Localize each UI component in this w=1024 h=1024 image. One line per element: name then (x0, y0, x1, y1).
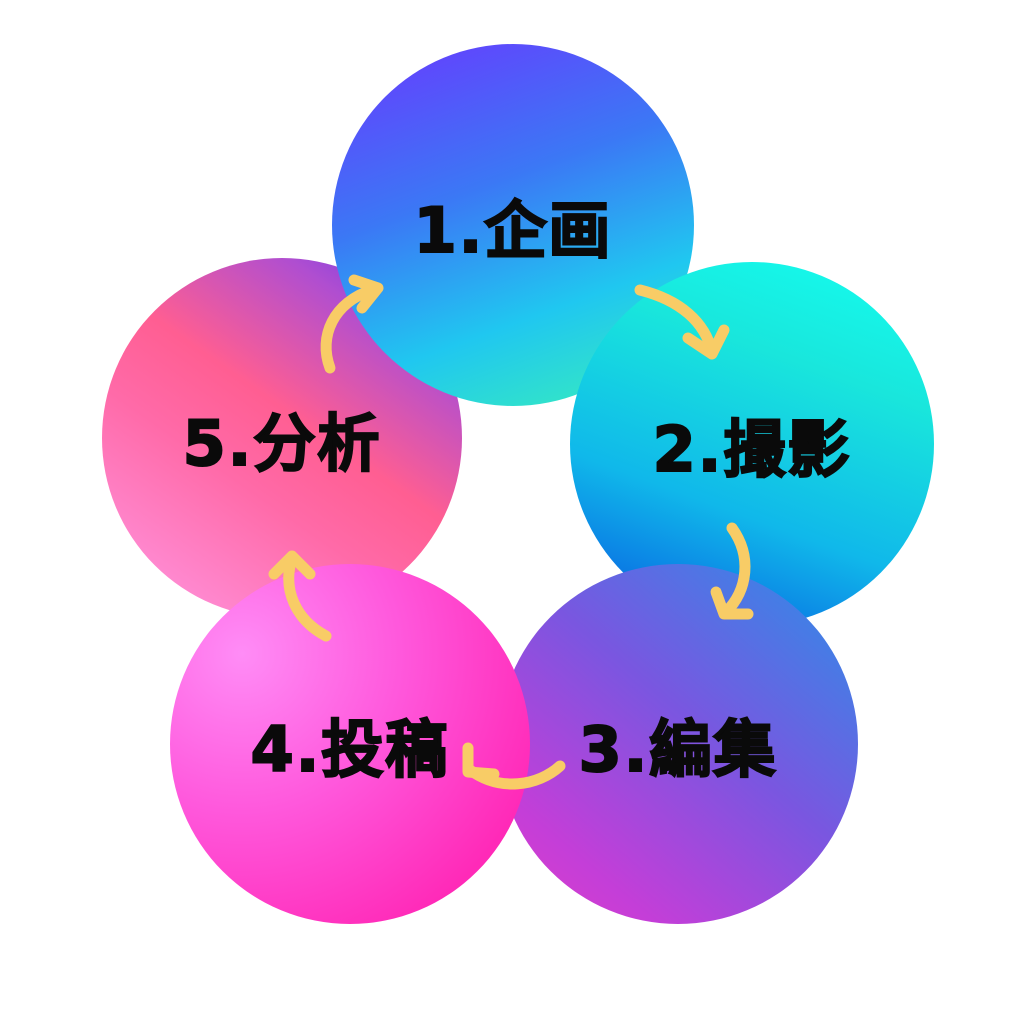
step-3-circle: 3.編集 (498, 564, 858, 924)
step-5-label: 5.分析 (182, 406, 382, 481)
step-4-circle: 4.投稿 (170, 564, 530, 924)
step-4-label: 4.投稿 (250, 712, 450, 787)
step-2-circle: 2.撮影 (570, 262, 934, 626)
step-1-label: 1.企画 (413, 193, 613, 268)
step-3-label: 3.編集 (578, 712, 778, 787)
step-2-label: 2.撮影 (652, 412, 852, 487)
